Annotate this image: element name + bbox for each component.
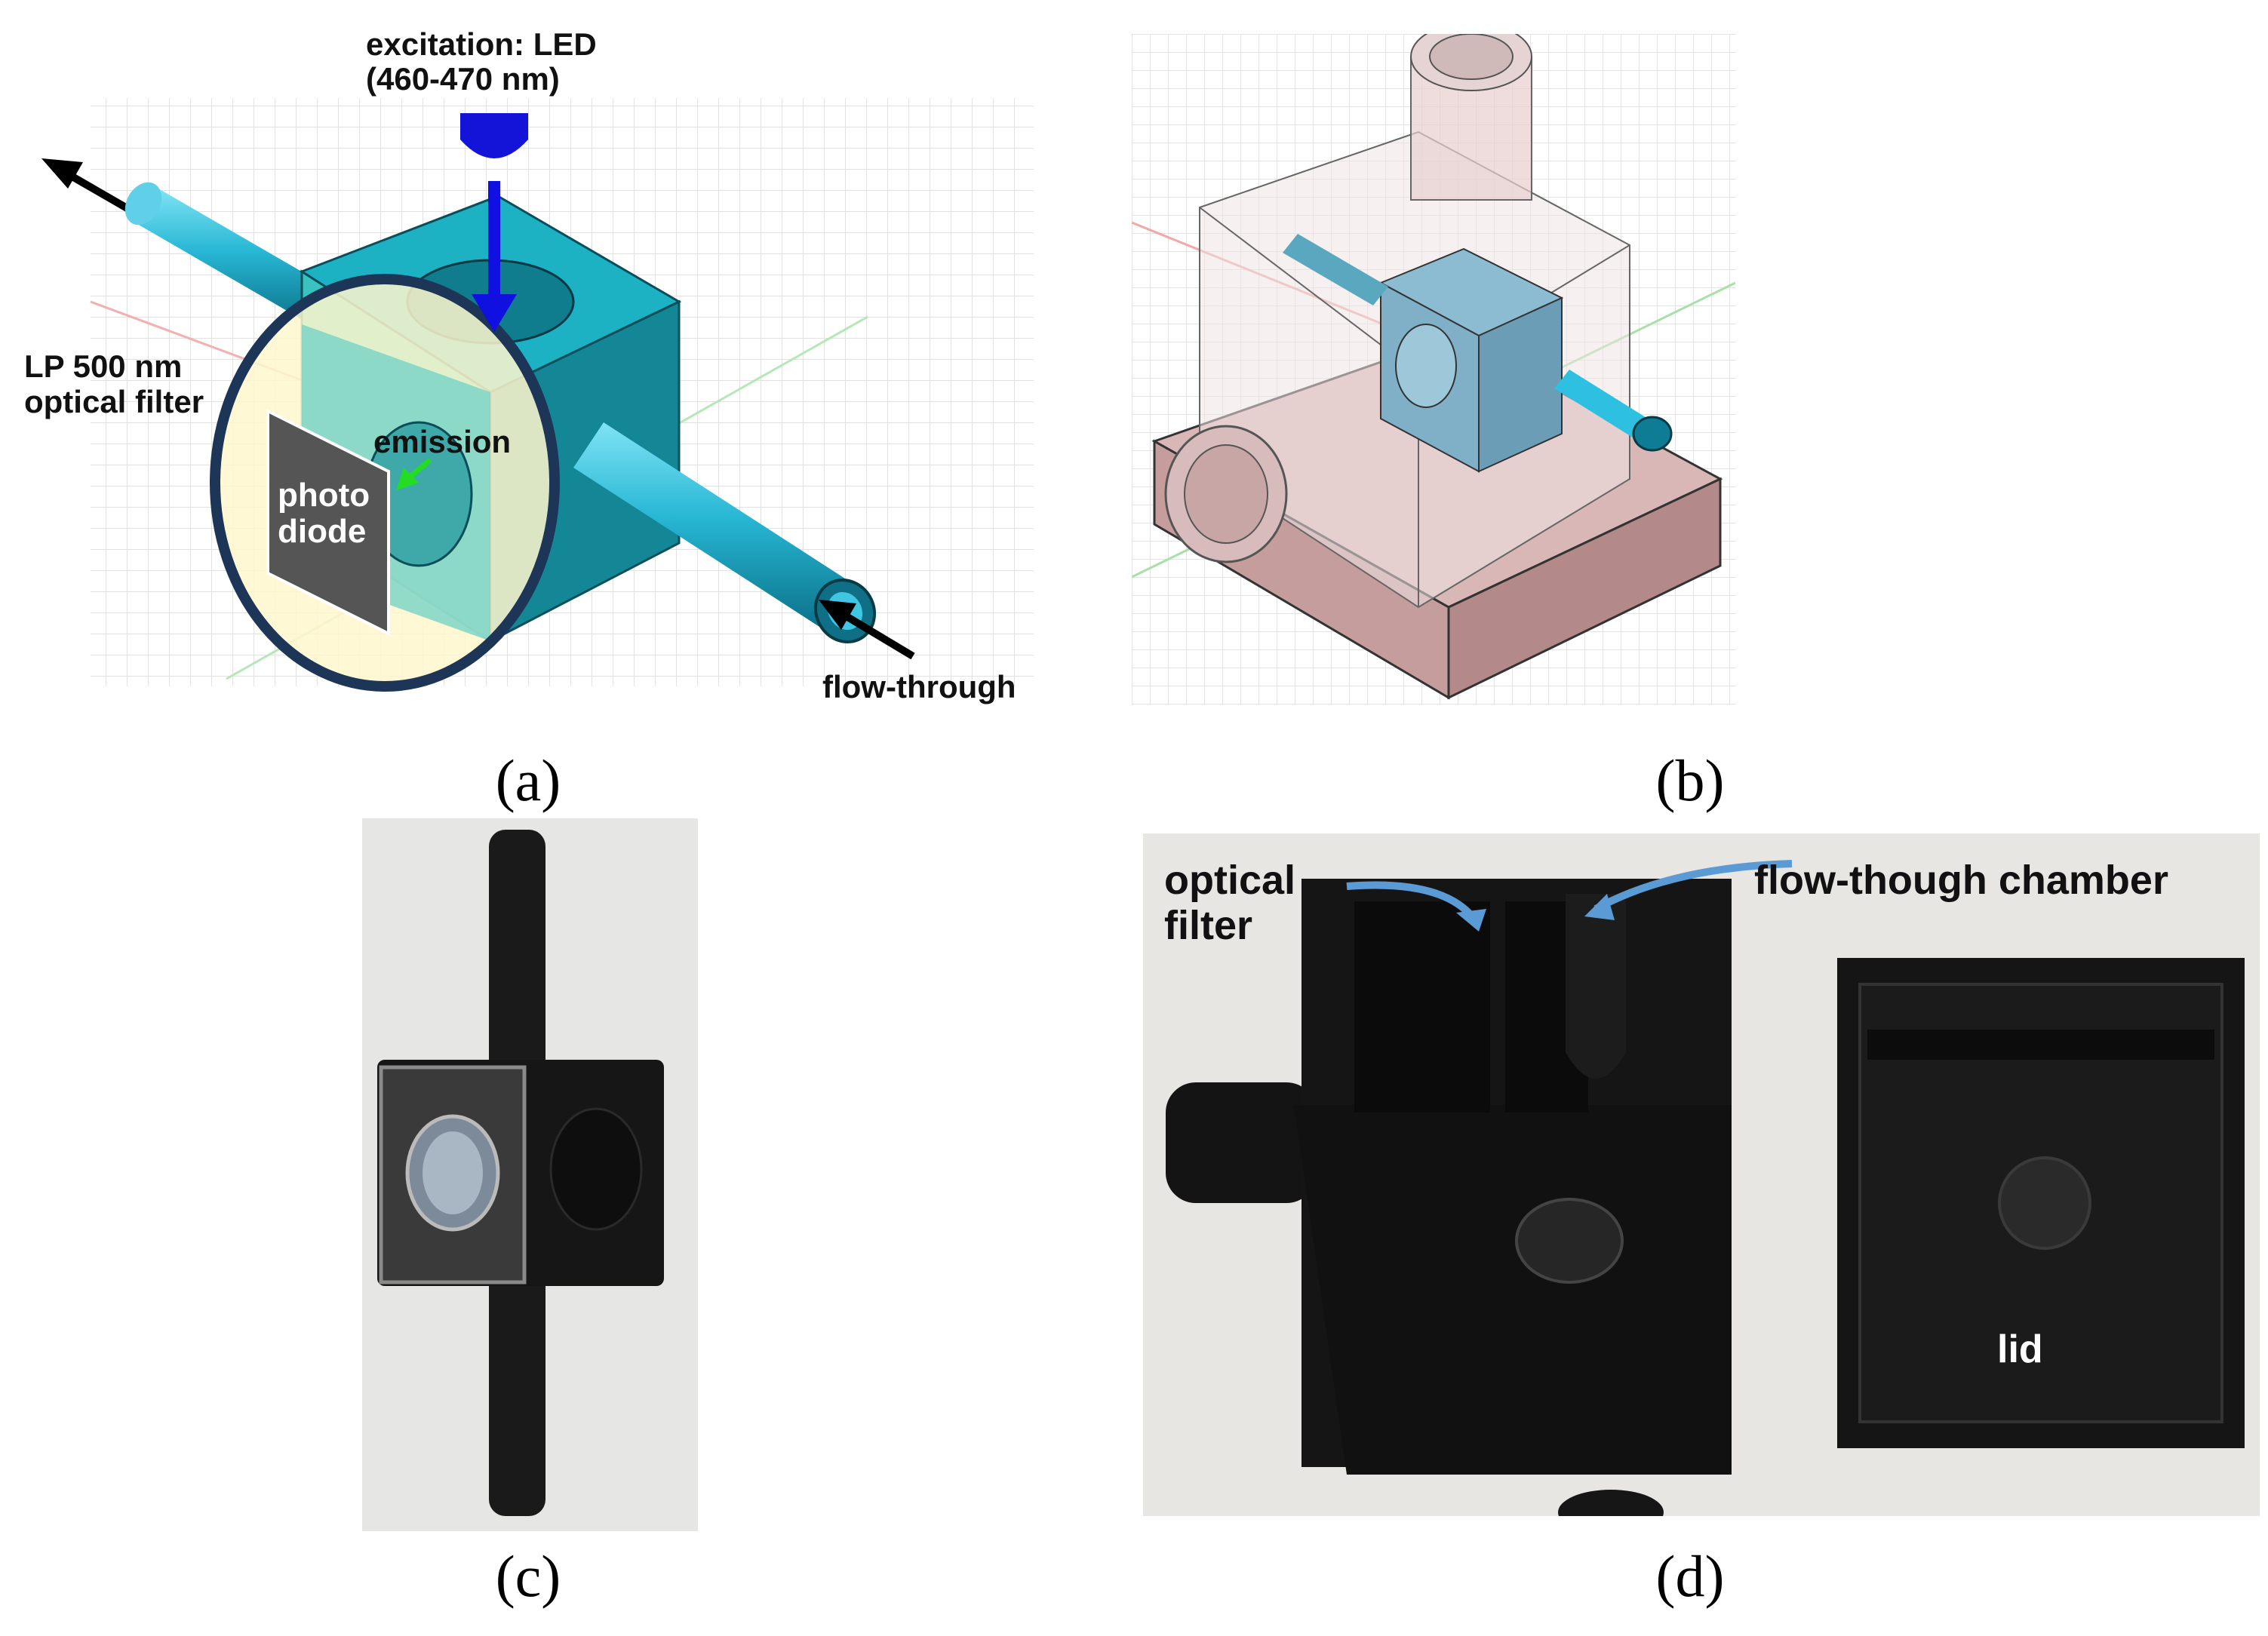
lower-tube [489,1263,545,1516]
emission-label: emission [373,424,512,459]
filter-label-line1: LP 500 nm [24,348,183,384]
upper-tube [489,830,545,1079]
photodiode-label-line1: photo [278,477,370,514]
side-port [549,1107,643,1231]
chamber-arrow [1593,860,1793,913]
filter-label-line2: optical filter [24,384,204,419]
wavelength-label: (460-470 nm) [366,61,560,97]
caption-a: (a) [495,747,561,813]
chamber-hole [1515,1198,1624,1284]
panel-b [1132,34,1735,705]
photodiode [266,408,390,637]
panel-a: excitation: LED (460-470 nm) LP 500 nm o… [0,0,1094,754]
excitation-label: excitation: LED [366,26,597,62]
lid-label: lid [1997,1328,2043,1371]
flow-chamber-slot [1566,894,1626,1079]
optical-filter-label-line2: filter [1164,903,1253,948]
panel-b-drawing [1132,34,1735,705]
caption-b: (b) [1655,747,1725,813]
panel-c [362,818,698,1531]
emission-arrow [396,458,432,490]
cube-side [1478,296,1563,473]
filter-slot [1354,901,1490,1113]
side-tube [1166,1082,1317,1203]
panel-a-drawing [41,98,1034,692]
left-tube [128,189,347,328]
chamber-label: flow-though chamber [1754,858,2168,903]
zoom-ring [210,274,560,692]
optical-filter-arrow [1346,881,1479,923]
tube-left [1283,234,1388,305]
caption-c: (c) [495,1543,561,1609]
flow-through-label: flow-through [822,669,1016,704]
tube-right [1554,370,1660,445]
excitation-arrow [472,181,517,332]
right-tube [573,422,860,634]
optical-filter-label-line1: optical [1164,858,1296,903]
photodiode-label-line2: diode [278,513,367,550]
panel-c-photo [362,818,698,1531]
lid-plug [1998,1156,2091,1250]
panel-d-photo [1143,833,2260,1516]
led [460,113,528,158]
base-side [1447,477,1722,700]
caption-d: (d) [1655,1543,1725,1609]
panel-d: optical filter flow-though chamber lid [1143,833,2260,1516]
inflow-arrow [819,600,915,660]
